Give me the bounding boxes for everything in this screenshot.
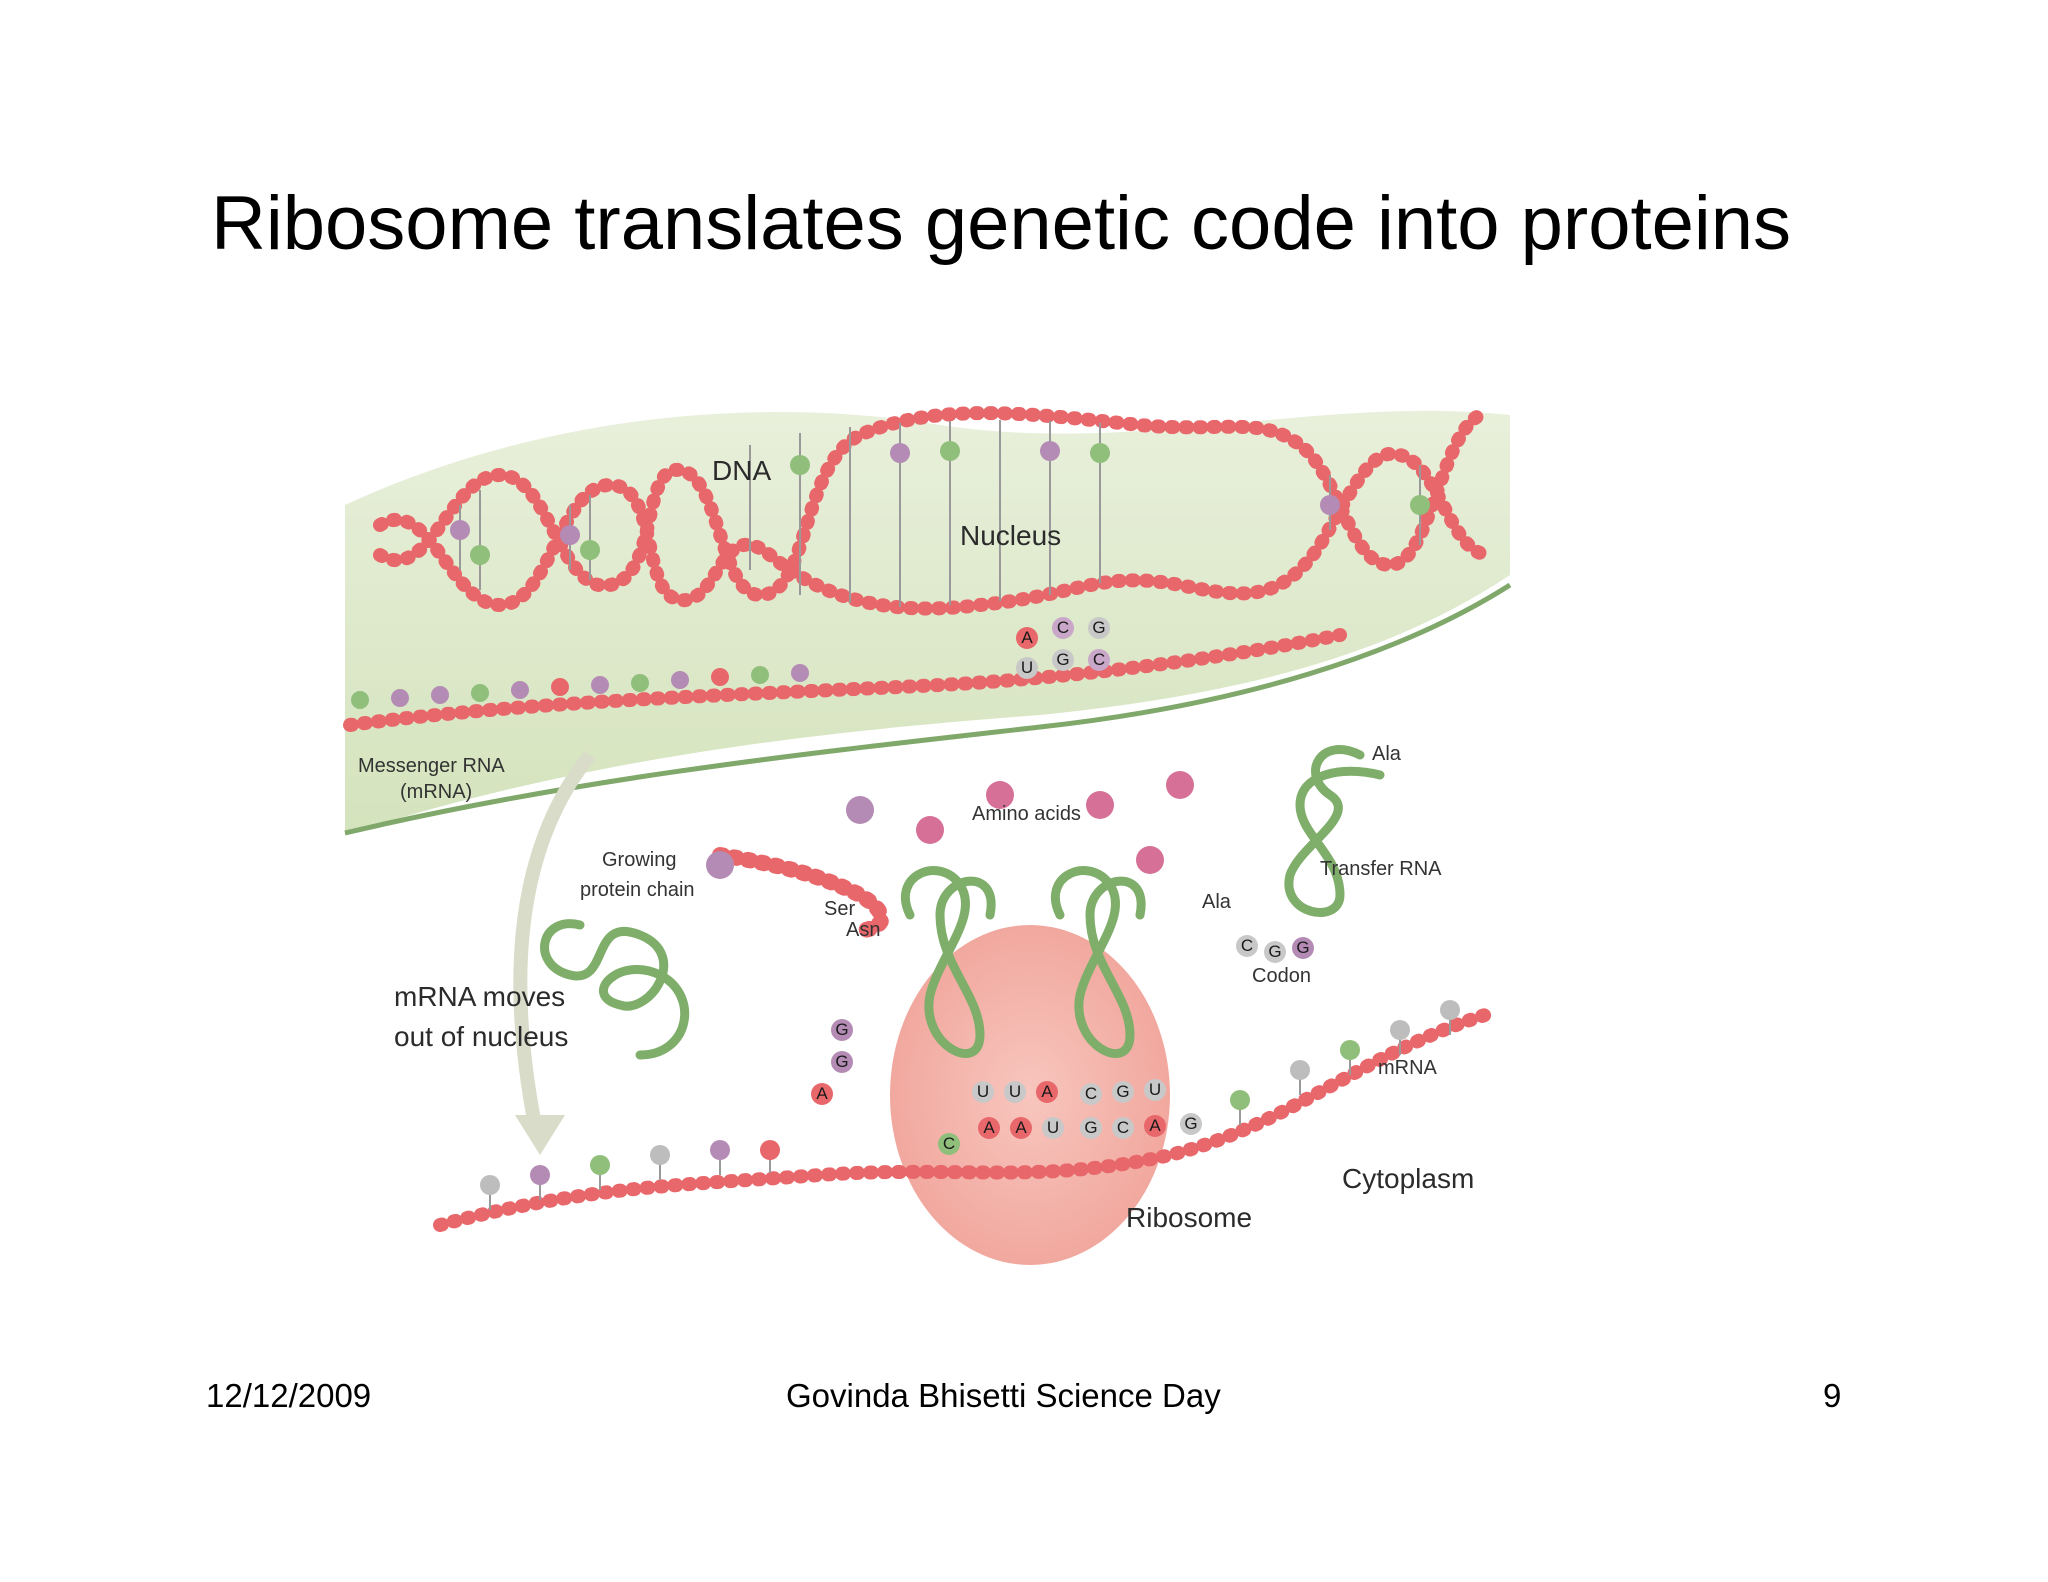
mrna-base: A [978,1117,1000,1139]
slide-title: Ribosome translates genetic code into pr… [211,186,1791,262]
anticodon-base: G [1112,1081,1134,1103]
translation-diagram: DNA Nucleus Messenger RNA (mRNA) Amino a… [340,355,1540,1275]
export-arrow [520,755,590,1125]
mrna-base: G [1180,1113,1202,1135]
trna-base: G [831,1019,853,1041]
amino-tag-ala-trna: Ala [1202,891,1231,914]
mrna-base: U [1042,1117,1064,1139]
codon-base: G [1264,941,1286,963]
label-dna: DNA [712,455,771,487]
label-transfer-rna: Transfer RNA [1320,858,1442,881]
label-cytoplasm: Cytoplasm [1342,1163,1474,1195]
dna-base: C [1088,649,1110,671]
label-messenger-rna: Messenger RNA [358,755,505,778]
footer-page-number: 9 [1823,1377,1841,1415]
footer-title: Govinda Bhisetti Science Day [786,1377,1221,1415]
label-nucleus: Nucleus [960,520,1061,552]
label-mrna-abbr: (mRNA) [400,781,472,804]
label-codon: Codon [1252,965,1311,988]
codon-base: C [1236,935,1258,957]
trna-base: A [811,1083,833,1105]
label-mrna-moves-line2: out of nucleus [394,1021,568,1053]
mrna-base: A [1010,1117,1032,1139]
anticodon-base: A [1036,1081,1058,1103]
amino-tag-asn: Asn [846,919,880,942]
anticodon-base: C [1080,1083,1102,1105]
anticodon-base: U [1144,1079,1166,1101]
label-mrna-moves-line1: mRNA moves [394,981,565,1013]
mrna-base: A [1144,1115,1166,1137]
amino-tag-ser: Ser [824,898,855,921]
amino-tag-ala-top: Ala [1372,743,1401,766]
dna-base: U [1016,657,1038,679]
mrna-base: C [1112,1117,1134,1139]
label-growing-chain-line2: protein chain [580,879,695,902]
label-mrna: mRNA [1378,1057,1437,1080]
label-ribosome: Ribosome [1126,1202,1252,1234]
mrna-base: G [1080,1117,1102,1139]
dna-base: A [1016,627,1038,649]
trna-base: G [831,1051,853,1073]
dna-base: G [1088,617,1110,639]
export-arrowhead [515,1115,565,1155]
anticodon-base: U [1004,1081,1026,1103]
label-amino-acids: Amino acids [972,803,1081,826]
label-growing-chain-line1: Growing [602,849,676,872]
dna-base: G [1052,649,1074,671]
codon-base: G [1292,937,1314,959]
mrna-base: C [938,1133,960,1155]
dna-base: C [1052,617,1074,639]
anticodon-base: U [972,1081,994,1103]
footer-date: 12/12/2009 [206,1377,371,1415]
